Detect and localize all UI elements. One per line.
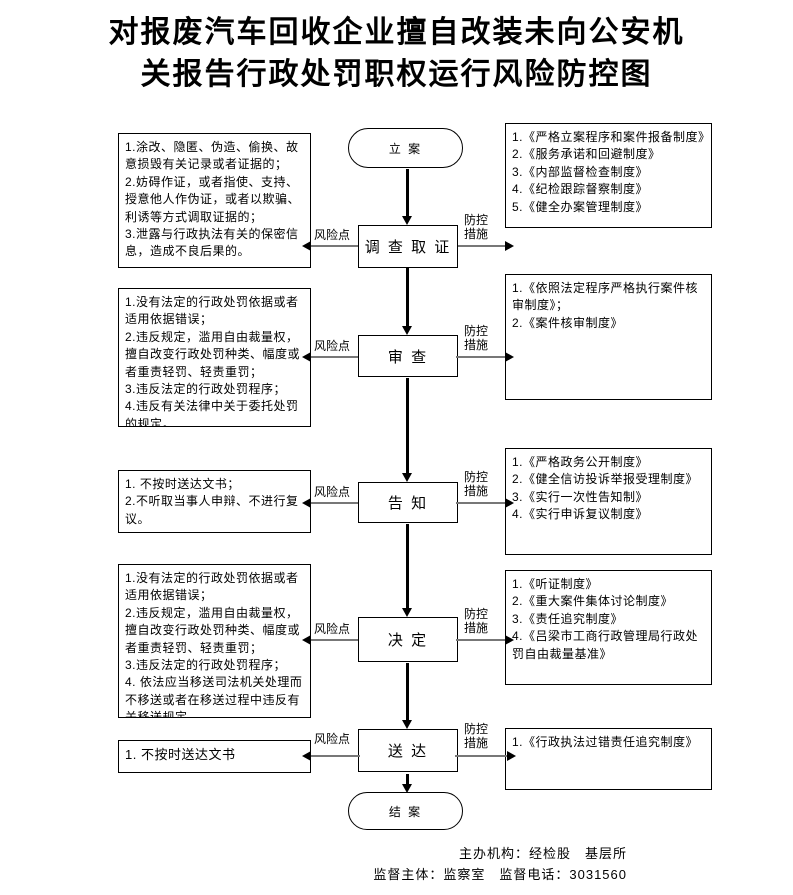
list-item: 4.违反有关法律中关于委托处罚的规定。 (125, 399, 299, 427)
measure-label-3-line2: 措施 (464, 484, 489, 498)
risk-arrow-investigate (302, 241, 358, 251)
stage-label-review: 审 查 (387, 348, 429, 366)
down-arrow-review-to-notify (402, 378, 412, 482)
flow-end-label: 结 案 (388, 804, 423, 819)
risk-point-label-4: 风险点 (314, 622, 351, 636)
measure-label-4-line1: 防控 (464, 607, 489, 621)
page-title: 对报废汽车回收企业擅自改装未向公安机 关报告行政处罚职权运行风险防控图 (0, 12, 793, 96)
measure-label-4-line2: 措施 (464, 621, 489, 635)
list-item: 1.涂改、隐匿、伪造、偷换、故意损毁有关记录或者证据的； (125, 140, 299, 172)
stage-label-notify: 告 知 (387, 495, 429, 512)
risk-arrow-notify (302, 498, 358, 508)
list-item: 1.没有法定的行政处罚依据或者适用依据错误； (125, 295, 299, 327)
flow-start-label: 立 案 (388, 141, 423, 156)
list-item: 2.不听取当事人申辩、不进行复议。 (125, 494, 299, 526)
stage-label-investigate: 调 查 取 证 (364, 239, 452, 256)
measure-label-5-line2: 措施 (464, 736, 489, 750)
measure-label-5-line1: 防控 (464, 722, 489, 736)
stage-box-deliver: 送 达 (358, 729, 458, 772)
footer-supervisor: 监督主体：监察室 监督电话：3031560 (373, 867, 627, 882)
footer: 主办机构：经检股 基层所 监督主体：监察室 监督电话：3031560 (250, 843, 627, 885)
list-item: 2.《健全信访投诉举报受理制度》 (512, 472, 699, 487)
risk-arrow-deliver (302, 751, 360, 761)
risk-arrow-review (302, 352, 358, 362)
list-item: 1.《严格政务公开制度》 (512, 455, 649, 469)
list-item: 4.《实行申诉复议制度》 (512, 507, 649, 522)
measure-label-4: 防控 措施 (464, 607, 506, 635)
measure-label-3: 防控 措施 (464, 470, 506, 498)
measure-label-1-line1: 防控 (464, 213, 489, 227)
stage-box-notify: 告 知 (358, 482, 458, 523)
list-item: 3.违反法定的行政处罚程序； (125, 381, 287, 396)
measure-label-1: 防控 措施 (464, 213, 506, 241)
list-item: 2.《案件核审制度》 (512, 315, 624, 330)
risk-arrow-decide (302, 635, 358, 645)
list-item: 2.违反规定，滥用自由裁量权，擅自改变行政处罚种类、幅度或者重责轻罚、轻责重罚； (125, 605, 301, 655)
measure-box-deliver: 1.《行政执法过错责任追究制度》 (505, 728, 712, 790)
measure-box-decide: 1.《听证制度》 2.《重大案件集体讨论制度》 3.《责任追究制度》 4.《吕梁市工商… (505, 570, 712, 685)
list-item: 2.妨碍作证，或者指使、支持、授意他人作伪证，或者以欺骗、利诱等方式调取证据的； (125, 174, 301, 224)
list-item: 2.违反规定，滥用自由裁量权，擅自改变行政处罚种类、幅度或者重责轻罚、轻责重罚； (125, 329, 301, 379)
down-arrow-decide-to-deliver (402, 663, 412, 729)
risk-box-deliver: 1. 不按时送达文书 (118, 740, 311, 773)
list-item: 1.《听证制度》 (512, 577, 599, 591)
list-item: 3.泄露与行政执法有关的保密信息，造成不良后果的。 (125, 226, 299, 259)
measure-label-2-line1: 防控 (464, 324, 489, 338)
risk-point-label-1: 风险点 (314, 228, 351, 242)
list-item: 3.《内部监督检查制度》 (512, 164, 649, 179)
risk-point-label-3: 风险点 (314, 485, 351, 499)
down-arrow-notify-to-decide (402, 524, 412, 617)
down-arrow-start-to-investigate (402, 169, 412, 225)
stage-box-review: 审 查 (358, 335, 458, 377)
risk-box-review: 1.没有法定的行政处罚依据或者适用依据错误；2.违反规定，滥用自由裁量权，擅自改… (118, 288, 311, 427)
stage-label-decide: 决 定 (387, 632, 429, 649)
footer-organizer: 主办机构：经检股 基层所 (458, 846, 627, 861)
risk-box-investigate: 1.涂改、隐匿、伪造、偷换、故意损毁有关记录或者证据的；2.妨碍作证，或者指使、… (118, 133, 311, 268)
down-arrow-deliver-to-end (402, 774, 412, 793)
list-item: 2.《服务承诺和回避制度》 (512, 147, 661, 162)
list-item: 4. 依法应当移送司法机关处理而不移送或者在移送过程中违反有关移送规定。 (125, 675, 303, 718)
list-item: 1. 不按时送达文书 (125, 747, 236, 762)
list-item: 1.《严格立案程序和案件报备制度》 (512, 130, 711, 144)
risk-box-decide: 1.没有法定的行政处罚依据或者适用依据错误；2.违反规定，滥用自由裁量权，擅自改… (118, 564, 311, 718)
list-item: 1.没有法定的行政处罚依据或者适用依据错误； (125, 571, 299, 603)
measure-arrow-review (456, 352, 514, 362)
measure-box-review: 1.《依照法定程序严格执行案件核审制度》； 2.《案件核审制度》 (505, 274, 712, 400)
stage-box-decide: 决 定 (358, 617, 458, 662)
measure-label-3-line1: 防控 (464, 470, 489, 484)
stage-box-investigate: 调 查 取 证 (358, 225, 458, 268)
measure-label-5: 防控 措施 (464, 722, 506, 750)
measure-box-investigate: 1.《严格立案程序和案件报备制度》 2.《服务承诺和回避制度》 3.《内部监督检查制… (505, 123, 712, 228)
measure-arrow-investigate (458, 241, 514, 251)
measure-arrow-notify (456, 498, 514, 508)
flow-start-oval: 立 案 (348, 128, 463, 168)
list-item: 3.《责任追究制度》 (512, 611, 624, 626)
measure-label-1-line2: 措施 (464, 227, 489, 241)
down-arrow-investigate-to-review (402, 268, 412, 335)
measure-arrow-decide (456, 635, 514, 645)
page-title-line2: 关报告行政处罚职权运行风险防控图 (140, 58, 653, 91)
list-item: 4.《纪检跟踪督察制度》 (512, 182, 649, 197)
list-item: 3.违反法定的行政处罚程序； (125, 657, 287, 672)
stage-label-deliver: 送 达 (387, 743, 429, 760)
risk-box-notify: 1. 不按时送达文书； 2.不听取当事人申辩、不进行复议。 (118, 470, 311, 533)
measure-label-2: 防控 措施 (464, 324, 506, 352)
measure-arrow-deliver (455, 751, 516, 761)
list-item: 5.《健全办案管理制度》 (512, 199, 649, 214)
list-item: 1.《依照法定程序严格执行案件核审制度》； (512, 281, 699, 313)
risk-point-label-5: 风险点 (314, 732, 351, 746)
measure-label-2-line2: 措施 (464, 338, 489, 352)
list-item: 2.《重大案件集体讨论制度》 (512, 594, 674, 609)
page-title-line1: 对报废汽车回收企业擅自改装未向公安机 (108, 16, 685, 49)
list-item: 1.《行政执法过错责任追究制度》 (512, 735, 699, 749)
measure-box-notify: 1.《严格政务公开制度》 2.《健全信访投诉举报受理制度》 3.《实行一次性告知制》… (505, 448, 712, 555)
flow-end-oval: 结 案 (348, 792, 463, 830)
list-item: 3.《实行一次性告知制》 (512, 489, 649, 504)
list-item: 1. 不按时送达文书； (125, 477, 240, 491)
risk-point-label-2: 风险点 (314, 339, 351, 353)
list-item: 4.《吕梁市工商行政管理局行政处罚自由裁量基准》 (512, 629, 699, 661)
